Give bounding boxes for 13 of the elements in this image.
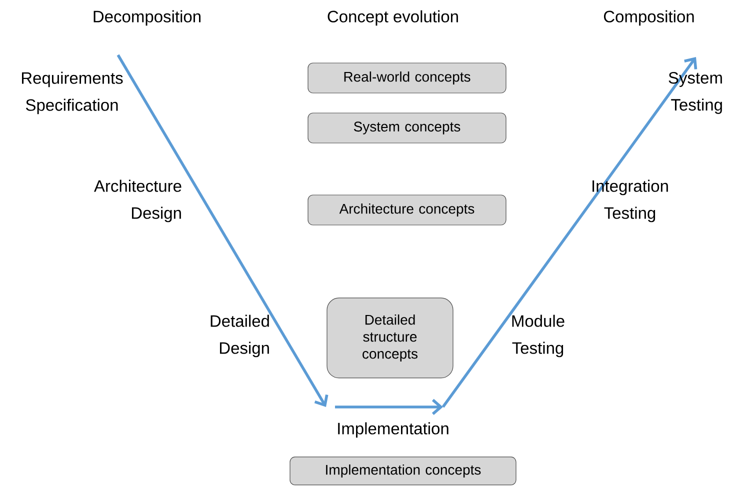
phase-label: Decomposition [94, 10, 200, 26]
concept-box: Real-world concepts [308, 62, 506, 94]
phase-label: Implementation [338, 422, 448, 438]
phase-label: Architecture Design [94, 180, 182, 222]
phase-label: Requirements Specification [22, 72, 123, 114]
phase-label: Detailed Design [210, 314, 269, 358]
concept-box: System concepts [308, 112, 506, 144]
concept-box: Detailed structure concepts [326, 298, 454, 378]
phase-label: Concept evolution [328, 10, 458, 26]
phase-label: Module Testing [512, 314, 564, 358]
concept-box: Architecture concepts [308, 194, 506, 226]
phase-label: Composition [604, 10, 694, 26]
concept-box: Implementation concepts [290, 456, 516, 486]
